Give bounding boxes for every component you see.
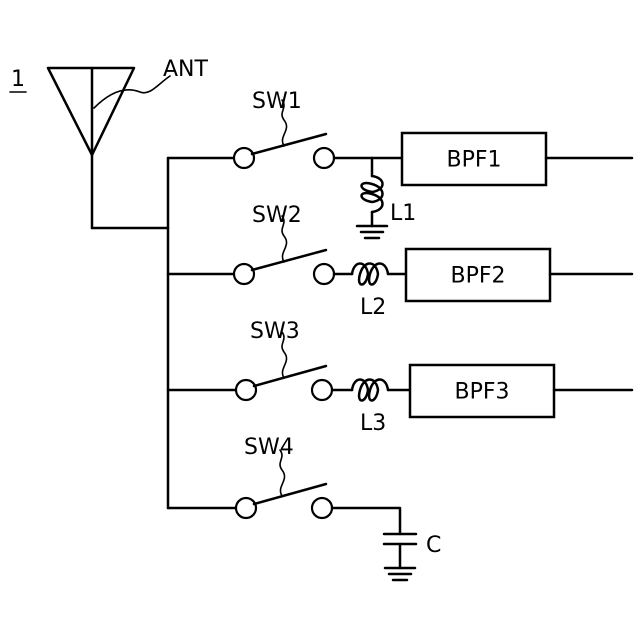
switch-sw4-terminal-b	[312, 498, 332, 518]
inductor-l3-coil	[352, 380, 388, 401]
branch-3: SW3 L3 BPF3	[168, 319, 632, 436]
switch-sw3-label: SW3	[250, 319, 300, 344]
branch-4: SW4 C	[168, 435, 441, 580]
antenna-label: ANT	[163, 57, 209, 82]
filter-bpf3-label: BPF3	[454, 380, 509, 405]
branch-1: SW1 L1 BPF1	[168, 89, 632, 238]
inductor-l2-label: L2	[360, 295, 386, 320]
branch-4-output-wire	[332, 508, 400, 534]
switch-sw1-label: SW1	[252, 89, 302, 114]
ground-c-icon	[385, 568, 415, 580]
reference-numeral: 1	[10, 67, 26, 92]
antenna: ANT	[48, 57, 209, 228]
capacitor-c-label: C	[426, 533, 441, 558]
switch-sw2: SW2	[234, 203, 334, 284]
filter-bpf3: BPF3	[410, 365, 554, 417]
inductor-l3-label: L3	[360, 411, 386, 436]
capacitor-c: C	[384, 533, 441, 580]
antenna-leader-line	[94, 76, 170, 108]
switch-sw4-label: SW4	[244, 435, 294, 460]
switch-sw3-terminal-a	[236, 380, 256, 400]
switch-sw1-blade	[252, 134, 326, 154]
inductor-l3: L3	[352, 380, 388, 437]
filter-bpf2-label: BPF2	[450, 264, 505, 289]
switch-sw4: SW4	[236, 435, 332, 518]
switch-sw3-terminal-b	[312, 380, 332, 400]
ground-l1-icon	[357, 226, 387, 238]
switch-sw1-terminal-a	[234, 148, 254, 168]
filter-bpf2: BPF2	[406, 249, 550, 301]
switch-sw4-terminal-a	[236, 498, 256, 518]
switch-sw1: SW1	[234, 89, 334, 168]
switch-sw2-blade	[252, 250, 326, 270]
switch-sw2-terminal-a	[234, 264, 254, 284]
inductor-l1-coil	[362, 176, 383, 212]
reference-numeral-text: 1	[11, 67, 25, 92]
inductor-l2-coil	[352, 264, 388, 285]
switch-sw2-terminal-b	[314, 264, 334, 284]
inductor-l1-label: L1	[390, 201, 416, 226]
switch-sw3: SW3	[236, 319, 332, 400]
switch-sw1-terminal-b	[314, 148, 334, 168]
filter-bpf1: BPF1	[402, 133, 546, 185]
filter-bpf1-label: BPF1	[446, 148, 501, 173]
switch-sw2-label: SW2	[252, 203, 302, 228]
inductor-l2: L2	[352, 264, 388, 321]
